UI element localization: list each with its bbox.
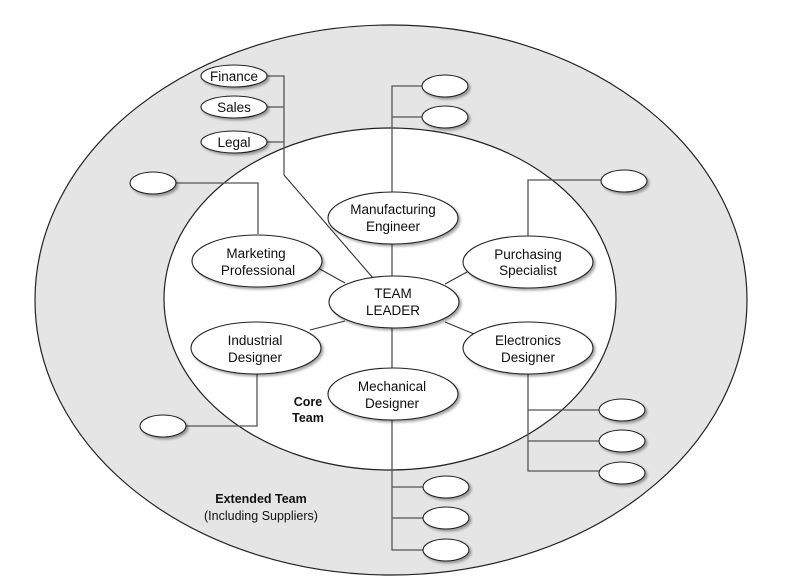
core-team-label-line-2: Team <box>292 411 324 425</box>
extended-member-ovals <box>129 74 648 562</box>
extended-team-label-line-1: Extended Team <box>215 492 306 506</box>
legal-node: Legal <box>200 130 268 154</box>
marketing-professional-line-2: Professional <box>221 263 295 278</box>
industrial-designer-node: Industrial Designer <box>190 321 322 375</box>
team-leader-line-2: LEADER <box>366 303 420 318</box>
sales-node: Sales <box>200 95 268 119</box>
manufacturing-engineer-line-1: Manufacturing <box>350 202 436 217</box>
marketing-professional-node: Marketing Professional <box>191 234 323 288</box>
extended-member-oval <box>129 171 177 195</box>
connector-purchasing-leader <box>444 271 468 285</box>
extended-member-oval <box>600 169 648 193</box>
manufacturing-engineer-line-2: Engineer <box>366 219 421 234</box>
electronics-designer-line-1: Electronics <box>495 333 561 348</box>
finance-label: Finance <box>210 69 258 84</box>
marketing-professional-line-1: Marketing <box>226 246 285 261</box>
mechanical-designer-line-2: Designer <box>365 396 420 411</box>
legal-label: Legal <box>217 135 250 150</box>
extended-member-oval <box>422 506 470 530</box>
connector-fsl-to-leader <box>283 174 374 279</box>
extended-member-oval <box>422 475 470 499</box>
mechanical-designer-line-1: Mechanical <box>358 379 426 394</box>
manufacturing-engineer-node: Manufacturing Engineer <box>327 191 459 245</box>
connector-marketing-ext <box>176 182 259 234</box>
connector-electronics-ext <box>527 374 600 472</box>
industrial-designer-line-1: Industrial <box>228 333 283 348</box>
team-leader-line-1: TEAM <box>374 286 412 301</box>
extended-member-oval <box>422 538 470 562</box>
sales-label: Sales <box>217 100 251 115</box>
connector-industrial-leader <box>309 320 346 331</box>
electronics-designer-line-2: Designer <box>501 350 556 365</box>
finance-node: Finance <box>200 64 268 88</box>
purchasing-specialist-node: Purchasing Specialist <box>462 235 594 289</box>
industrial-designer-line-2: Designer <box>228 350 283 365</box>
extended-member-oval <box>598 398 646 422</box>
extended-member-oval <box>598 461 646 485</box>
connector-marketing-leader <box>317 267 346 284</box>
connector-mechanical-ext <box>391 420 423 551</box>
electronics-designer-node: Electronics Designer <box>462 321 594 375</box>
purchasing-specialist-line-1: Purchasing <box>494 247 562 262</box>
connector-electronics-leader <box>444 321 475 335</box>
extended-member-oval <box>421 74 469 98</box>
core-team-label-line-1: Core <box>294 395 323 409</box>
extended-member-oval <box>421 105 469 129</box>
connector-purchasing-ext <box>527 179 602 236</box>
purchasing-specialist-line-2: Specialist <box>499 263 557 278</box>
mechanical-designer-node: Mechanical Designer <box>327 367 459 421</box>
connector-industrial-ext <box>186 374 258 427</box>
connectors <box>176 75 602 551</box>
extended-member-oval <box>139 414 187 438</box>
team-leader-node: TEAM LEADER <box>328 275 460 329</box>
extended-member-oval <box>598 429 646 453</box>
connector-manufacturing-ext <box>391 85 422 192</box>
extended-team-label-line-2: (Including Suppliers) <box>204 509 318 523</box>
